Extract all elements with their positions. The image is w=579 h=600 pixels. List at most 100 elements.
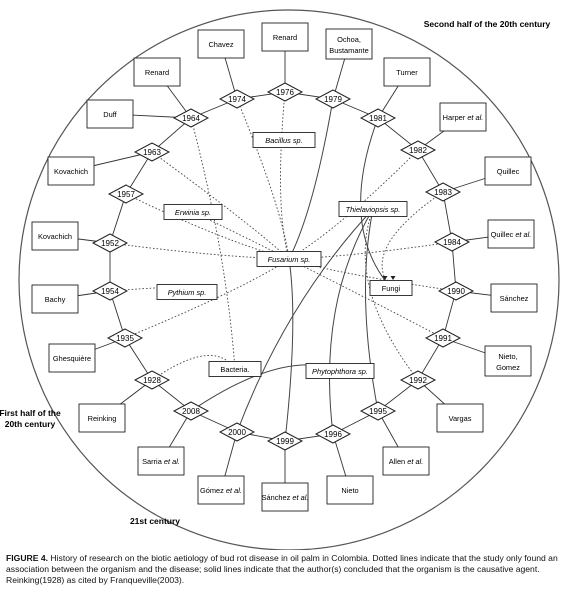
author-box-frame [326, 475, 374, 505]
year-diamond [359, 401, 397, 421]
author-box-frame [78, 403, 126, 433]
author-name: Gómez et al. [200, 486, 242, 495]
author-box: Kovachich [47, 156, 95, 186]
author-name: Bachy [45, 295, 66, 304]
organism-box-frame [156, 284, 218, 300]
author-box: Quillec [484, 156, 532, 186]
organism-label: Bacillus sp. [265, 136, 302, 145]
author-box-frame [484, 345, 532, 377]
period-label-21st-century: 21st century [130, 516, 180, 526]
year-node: 1974 [218, 89, 256, 109]
caption-label: FIGURE 4. [6, 553, 49, 563]
link-y1957-o_fusarium [125, 193, 290, 260]
author-box: Bachy [31, 284, 79, 314]
author-name: Chavez [208, 40, 233, 49]
link-y1999-o_fusarium [284, 258, 294, 442]
organism-label: Pythium sp. [168, 288, 207, 297]
year-label: 1995 [369, 407, 387, 416]
author-name: Harper et al. [443, 113, 484, 122]
organism-box: Erwinia sp. [163, 204, 223, 220]
period-label-first-half-line2: 20th century [5, 419, 56, 429]
author-name: Quillec et al. [491, 230, 532, 239]
year-node: 1963 [133, 142, 171, 162]
link-y1992-o_thielaviopsis [364, 208, 419, 381]
year-label: 1935 [116, 334, 134, 343]
link-y1996-o_thielaviopsis [329, 208, 374, 435]
year-diamond [107, 184, 145, 204]
author-name: Duff [103, 110, 117, 119]
year-diamond [133, 142, 171, 162]
author-name: Sánchez et al. [262, 493, 309, 502]
author-box-frame [487, 219, 535, 249]
author-box-frame [261, 22, 309, 52]
author-name-et-al: et al. [515, 230, 531, 239]
year-label: 1976 [276, 88, 294, 97]
author-name-et-al: et al. [164, 457, 180, 466]
author-box: Ochoa,Bustamante [325, 28, 373, 60]
author-box-frame [31, 221, 79, 251]
author-box: Harper et al. [439, 102, 487, 132]
author-name-main: Sánchez [262, 493, 293, 502]
organism-box-frame [305, 363, 375, 379]
link-y2000-o_thielaviopsis [236, 208, 374, 433]
author-name: Sánchez [500, 294, 529, 303]
year-label: 2008 [182, 407, 200, 416]
author-name: Turner [396, 68, 418, 77]
author-box-frame [383, 57, 431, 87]
author-box: Turner [383, 57, 431, 87]
year-diamond [399, 370, 437, 390]
year-node: 1928 [133, 370, 171, 390]
organism-label: Erwinia sp. [175, 208, 211, 217]
organism-label: Bacteria. [220, 365, 249, 374]
year-node: 1990 [437, 281, 475, 301]
author-box: Allen et al. [382, 446, 430, 476]
organism-box-layer: Bacillus sp. Erwinia sp. Thielaviopsis sp.… [156, 132, 413, 379]
author-name: Gomez [496, 363, 520, 372]
year-node: 2000 [218, 422, 256, 442]
year-diamond [359, 108, 397, 128]
year-node: 1991 [424, 328, 462, 348]
author-box: Reinking [78, 403, 126, 433]
author-name-main: Harper [443, 113, 468, 122]
author-box: Nieto [326, 475, 374, 505]
author-name: Ghesquière [53, 354, 91, 363]
year-label: 1928 [143, 376, 161, 385]
link-y1995-o_thielaviopsis [365, 208, 379, 412]
author-name-et-al: et al. [292, 493, 308, 502]
author-box: Kovachich [31, 221, 79, 251]
organism-box: Fungi [369, 280, 413, 296]
author-box: Ghesquière [48, 343, 96, 373]
organism-box: Bacteria. [208, 361, 262, 377]
author-box: Chavez [197, 29, 245, 59]
year-node: 1964 [172, 108, 210, 128]
author-name: Renard [145, 68, 169, 77]
author-name: Renard [273, 33, 297, 42]
author-box: Sarria et al. [137, 446, 185, 476]
year-diamond [266, 431, 304, 451]
year-label: 1964 [182, 114, 200, 123]
link-y1954-o_pythium [109, 286, 192, 293]
organism-label: Thielaviopsis sp. [346, 205, 401, 214]
author-box-frame [484, 156, 532, 186]
year-diamond [424, 182, 462, 202]
year-label: 1982 [409, 146, 427, 155]
author-name: Ochoa, [337, 35, 361, 44]
year-node: 1976 [266, 82, 304, 102]
year-label: 1999 [276, 437, 294, 446]
author-box-frame [47, 156, 95, 186]
year-node: 1935 [106, 328, 144, 348]
author-box: Renard [133, 57, 181, 87]
author-name-et-al: et al. [467, 113, 483, 122]
year-node: 2008 [172, 401, 210, 421]
author-name-main: Gómez [200, 486, 226, 495]
author-box-frame [382, 446, 430, 476]
link-y1964-o_bacteria [190, 117, 236, 370]
author-box-frame [137, 446, 185, 476]
author-box: Quillec et al. [487, 219, 535, 249]
year-node: 1954 [91, 281, 129, 301]
author-box: Sánchez [490, 283, 538, 313]
link-y1979-o_fusarium [288, 98, 334, 260]
caption-text: History of research on the biotic aetiol… [6, 553, 558, 585]
